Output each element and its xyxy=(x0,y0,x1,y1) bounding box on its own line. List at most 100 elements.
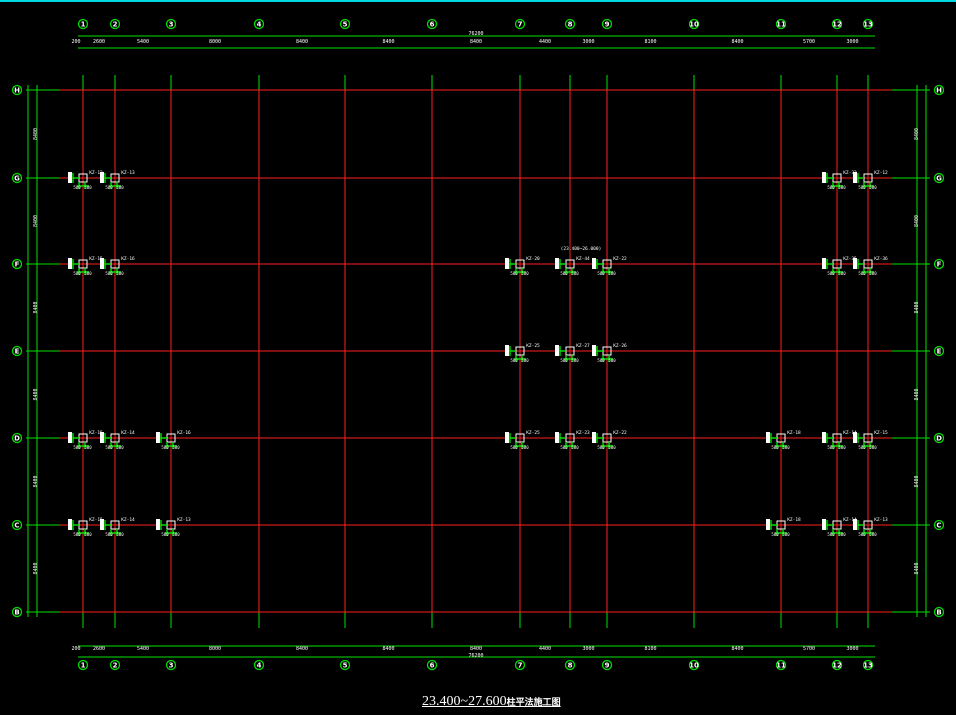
column-size: 500 xyxy=(571,445,579,450)
column-size: 500 xyxy=(608,358,616,363)
column-dimension-mark xyxy=(770,433,787,449)
column-dimension-mark xyxy=(160,433,177,449)
column-size-tag xyxy=(853,519,857,530)
column-dimension-mark xyxy=(559,433,576,449)
left-dimension: 8400 xyxy=(33,388,39,400)
axis-label: 11 xyxy=(776,662,786,670)
column-size: 500 xyxy=(838,271,846,276)
bottom-dimension: 3000 xyxy=(582,646,594,652)
column-size-tag xyxy=(766,519,770,530)
column-size-tag xyxy=(156,519,160,530)
column-size-tag xyxy=(100,432,104,443)
axis-label: D xyxy=(936,435,942,443)
axis-label: B xyxy=(936,609,941,617)
column-size-tag xyxy=(853,258,857,269)
axis-bubble xyxy=(933,519,945,531)
column-dimension-mark xyxy=(104,173,121,189)
column-size-tag xyxy=(156,432,160,443)
column-label: KZ-14 xyxy=(121,517,135,523)
column-size: 500 xyxy=(597,271,605,276)
column-label: KZ-13 xyxy=(177,517,191,523)
axis-label: D xyxy=(14,435,20,443)
axis-label: C xyxy=(14,522,19,530)
column-label: KZ-15 xyxy=(89,430,103,436)
axis-bubble xyxy=(688,18,700,30)
column-dimension-mark xyxy=(826,173,843,189)
column-size: 500 xyxy=(510,271,518,276)
column-size: 500 xyxy=(521,271,529,276)
axis-bubble xyxy=(564,18,576,30)
column-label: KZ-25 xyxy=(526,430,540,436)
axis-bubble xyxy=(11,606,23,618)
axis-label: 9 xyxy=(605,21,610,29)
axis-bubble xyxy=(933,606,945,618)
column-dimension-mark xyxy=(160,520,177,536)
column-dimension-mark xyxy=(596,346,613,362)
axis-label: 4 xyxy=(257,21,262,29)
column-size: 500 xyxy=(105,271,113,276)
column-size-tag xyxy=(853,432,857,443)
column-size: 500 xyxy=(597,358,605,363)
column-label: KZ-14 xyxy=(843,430,857,436)
column-label: KZ-12 xyxy=(89,170,103,176)
column-size: 500 xyxy=(510,445,518,450)
column-size: 500 xyxy=(869,445,877,450)
column-label: KZ-25 xyxy=(526,343,540,349)
axis-bubble xyxy=(862,18,874,30)
column-size-tag xyxy=(853,172,857,183)
column-size-tag xyxy=(555,258,559,269)
column-size: 500 xyxy=(84,271,92,276)
axis-label: 11 xyxy=(776,21,786,29)
axis-label: 2 xyxy=(113,21,118,29)
axis-bubble xyxy=(862,659,874,671)
column-dimension-mark xyxy=(559,346,576,362)
axis-bubble xyxy=(11,84,23,96)
column-dimension-mark xyxy=(596,433,613,449)
drawing-title: 23.400~27.600柱平法施工图 xyxy=(422,694,561,710)
axis-bubble xyxy=(77,659,89,671)
column-size: 500 xyxy=(608,271,616,276)
column-size: 500 xyxy=(560,445,568,450)
column-size-tag xyxy=(505,432,509,443)
column-size: 500 xyxy=(571,271,579,276)
axis-bubble xyxy=(514,659,526,671)
axis-bubble xyxy=(775,659,787,671)
column-size: 500 xyxy=(827,445,835,450)
axis-label: 4 xyxy=(257,662,262,670)
axis-bubble xyxy=(514,18,526,30)
top-dimension: 8400 xyxy=(382,39,394,45)
axis-label: H xyxy=(14,87,20,95)
column-label: KZ-22 xyxy=(613,256,627,262)
column-size: 500 xyxy=(73,271,81,276)
axis-bubble xyxy=(339,659,351,671)
column-label: KZ-27 xyxy=(576,343,590,349)
column-dimension-mark xyxy=(596,259,613,275)
column-size: 500 xyxy=(858,271,866,276)
right-dimension: 8400 xyxy=(914,562,920,574)
axis-label: F xyxy=(15,261,20,269)
axis-bubble xyxy=(601,659,613,671)
axis-bubble xyxy=(11,519,23,531)
axis-bubble xyxy=(688,659,700,671)
axis-bubble xyxy=(11,172,23,184)
column-label: KZ-18 xyxy=(787,430,801,436)
column-size: 500 xyxy=(116,532,124,537)
column-dimension-mark xyxy=(826,520,843,536)
column-size: 500 xyxy=(73,445,81,450)
top-dimension: 3000 xyxy=(582,39,594,45)
column-label: KZ-44 xyxy=(576,256,590,262)
bottom-dimension: 8000 xyxy=(209,646,221,652)
column-label: KZ-16 xyxy=(177,430,191,436)
column-label: KZ-16 xyxy=(121,256,135,262)
column-label: KZ-13 xyxy=(874,517,888,523)
axis-label: 1 xyxy=(81,662,86,670)
column-dimension-mark xyxy=(770,520,787,536)
column-dimension-mark xyxy=(72,433,89,449)
column-dimension-mark xyxy=(509,433,526,449)
bottom-dimension: 4400 xyxy=(539,646,551,652)
top-dimension: 5400 xyxy=(137,39,149,45)
column-size: 500 xyxy=(521,358,529,363)
axis-bubble xyxy=(165,18,177,30)
column-size: 500 xyxy=(84,445,92,450)
